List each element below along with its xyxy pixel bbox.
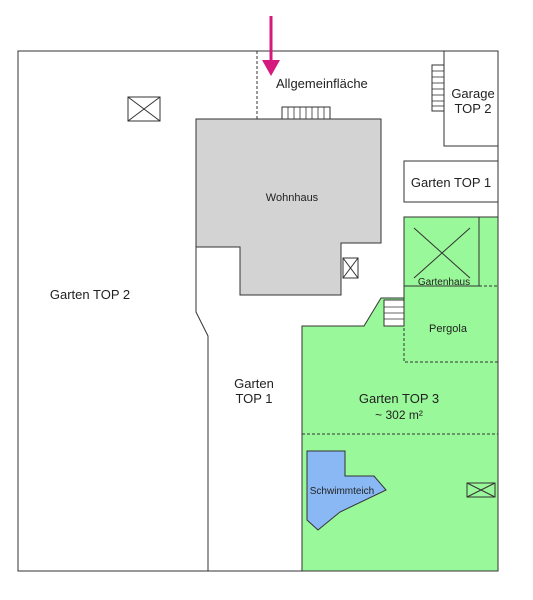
label-garten-top1-line2: TOP 1 bbox=[235, 391, 272, 406]
label-garten-top3-line2: ~ 302 m² bbox=[375, 408, 423, 422]
schwimmteich-pond bbox=[306, 450, 387, 531]
label-allgemeinflaeche: Allgemeinfläche bbox=[276, 76, 368, 91]
label-garage-line2: TOP 2 bbox=[454, 101, 491, 116]
gartenhaus-cross-2 bbox=[413, 227, 471, 279]
label-garten-top3-line1: Garten TOP 3 bbox=[359, 391, 439, 406]
wohnhaus-building bbox=[195, 118, 382, 296]
box-cross-right bbox=[466, 482, 496, 498]
box-cross-top2-line bbox=[127, 96, 161, 122]
label-gartenhaus: Gartenhaus bbox=[418, 277, 470, 288]
garten-top1-box bbox=[403, 160, 499, 203]
label-garten-top1-line1: Garten bbox=[234, 376, 274, 391]
label-garten-top2: Garten TOP 2 bbox=[50, 287, 130, 302]
stairs-garage bbox=[431, 64, 445, 112]
gartenhaus-box bbox=[403, 216, 480, 287]
label-wohnhaus: Wohnhaus bbox=[266, 192, 319, 204]
label-garten-top1-box: Garten TOP 1 bbox=[411, 175, 491, 190]
label-garage-line1: Garage bbox=[451, 86, 494, 101]
entrance-arrow-icon bbox=[262, 60, 280, 76]
label-pergola: Pergola bbox=[429, 323, 468, 335]
box-cross-house-line bbox=[342, 257, 359, 279]
box-cross-right-line bbox=[466, 482, 496, 498]
label-schwimmteich: Schwimmteich bbox=[310, 486, 374, 497]
